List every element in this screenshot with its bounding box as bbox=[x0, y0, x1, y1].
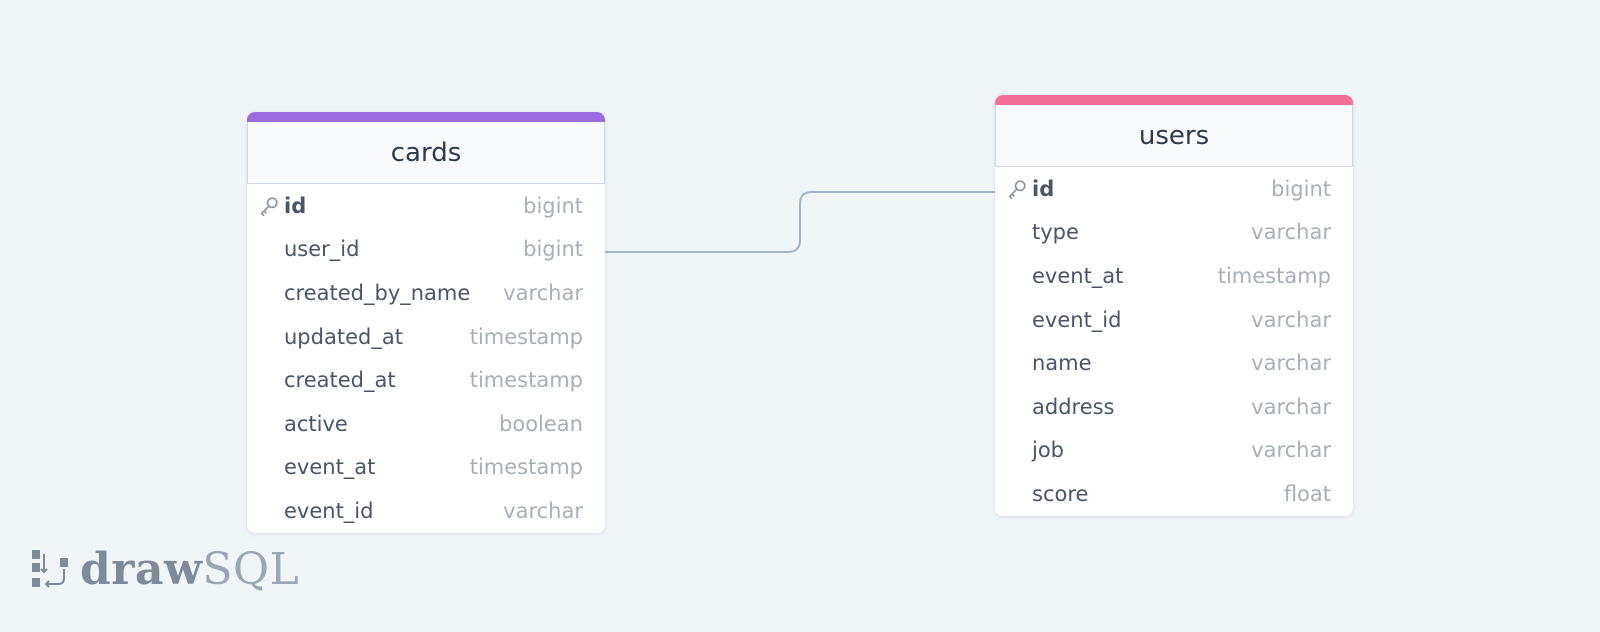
table-cards-accent bbox=[247, 112, 605, 122]
column-type: bigint bbox=[523, 237, 583, 262]
column-type: boolean bbox=[499, 411, 583, 436]
column-name: id bbox=[1032, 176, 1055, 201]
table-users-title: users bbox=[1138, 120, 1210, 151]
column-name: active bbox=[284, 411, 348, 436]
relation-cards-user_id-to-users-id bbox=[605, 191, 995, 253]
column-name: job bbox=[1032, 438, 1065, 463]
column-row[interactable]: created_by_name varchar bbox=[247, 271, 605, 315]
column-row[interactable]: event_id varchar bbox=[995, 298, 1353, 342]
column-type: timestamp bbox=[1217, 263, 1331, 288]
key-icon bbox=[1006, 178, 1028, 200]
logo-text-light: SQL bbox=[202, 543, 300, 595]
column-name: user_id bbox=[284, 237, 360, 262]
column-row[interactable]: score float bbox=[995, 472, 1353, 516]
column-row[interactable]: event_at timestamp bbox=[247, 446, 605, 490]
column-row[interactable]: job varchar bbox=[995, 429, 1353, 473]
column-type: varchar bbox=[1251, 351, 1331, 376]
column-row[interactable]: address varchar bbox=[995, 385, 1353, 429]
logo-text-bold: draw bbox=[80, 543, 203, 595]
column-row[interactable]: id bigint bbox=[995, 167, 1353, 211]
table-users-columns: id bigint type varchar event_at timestam… bbox=[995, 167, 1353, 516]
table-cards-columns: id bigint user_id bigint created_by_name… bbox=[247, 184, 605, 533]
column-type: varchar bbox=[1251, 307, 1331, 332]
column-type: bigint bbox=[523, 193, 583, 218]
column-row[interactable]: type varchar bbox=[995, 211, 1353, 255]
column-type: varchar bbox=[1251, 220, 1331, 245]
column-type: varchar bbox=[503, 280, 583, 305]
column-row[interactable]: event_id varchar bbox=[247, 489, 605, 533]
key-icon bbox=[258, 195, 280, 217]
column-row[interactable]: active boolean bbox=[247, 402, 605, 446]
column-row[interactable]: created_at timestamp bbox=[247, 358, 605, 402]
column-name: address bbox=[1032, 394, 1115, 419]
column-row[interactable]: name varchar bbox=[995, 341, 1353, 385]
column-name: created_by_name bbox=[284, 280, 471, 305]
column-type: varchar bbox=[503, 498, 583, 523]
column-name: event_at bbox=[284, 455, 376, 480]
column-name: updated_at bbox=[284, 324, 403, 349]
column-name: created_at bbox=[284, 368, 396, 393]
column-row[interactable]: user_id bigint bbox=[247, 228, 605, 272]
column-name: type bbox=[1032, 220, 1079, 245]
column-name: event_at bbox=[1032, 263, 1124, 288]
table-cards[interactable]: cards id bigint user_id bigint created_b… bbox=[247, 112, 605, 533]
column-type: float bbox=[1283, 481, 1331, 506]
column-type: bigint bbox=[1271, 176, 1331, 201]
table-users-accent bbox=[995, 95, 1353, 105]
column-name: id bbox=[284, 193, 307, 218]
table-cards-header[interactable]: cards bbox=[247, 122, 605, 184]
column-row[interactable]: event_at timestamp bbox=[995, 254, 1353, 298]
table-users-header[interactable]: users bbox=[995, 105, 1353, 167]
column-name: name bbox=[1032, 351, 1092, 376]
drawsql-logo-icon bbox=[32, 550, 68, 588]
column-name: event_id bbox=[284, 498, 374, 523]
column-name: score bbox=[1032, 481, 1089, 506]
column-name: event_id bbox=[1032, 307, 1122, 332]
column-type: timestamp bbox=[469, 455, 583, 480]
column-type: varchar bbox=[1251, 438, 1331, 463]
column-row[interactable]: id bigint bbox=[247, 184, 605, 228]
column-type: varchar bbox=[1251, 394, 1331, 419]
table-users[interactable]: users id bigint type varchar event_at ti… bbox=[995, 95, 1353, 516]
column-row[interactable]: updated_at timestamp bbox=[247, 315, 605, 359]
column-type: timestamp bbox=[469, 324, 583, 349]
table-cards-title: cards bbox=[390, 137, 462, 168]
column-type: timestamp bbox=[469, 368, 583, 393]
